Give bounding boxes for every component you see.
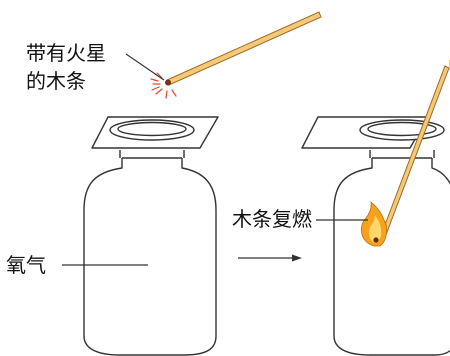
- oxygen-label: 氧气: [6, 253, 46, 277]
- left-gas-bottle: [83, 150, 217, 356]
- left-glass-plate: [91, 116, 219, 149]
- spark-icon: [150, 72, 177, 99]
- splint-reignites-label: 木条复燃: [232, 207, 312, 231]
- glowing-splint-label-line2: 的木条: [26, 69, 86, 93]
- glowing-splint-label-line1: 带有火星: [26, 41, 106, 65]
- flame-icon: [360, 200, 388, 247]
- right-arrow-icon: [238, 254, 302, 262]
- glowing-splint: [165, 11, 322, 86]
- burning-splint: [379, 60, 450, 241]
- splint-label-leader: [125, 53, 165, 81]
- right-gas-bottle: [333, 150, 450, 356]
- right-glass-plate: [301, 116, 445, 149]
